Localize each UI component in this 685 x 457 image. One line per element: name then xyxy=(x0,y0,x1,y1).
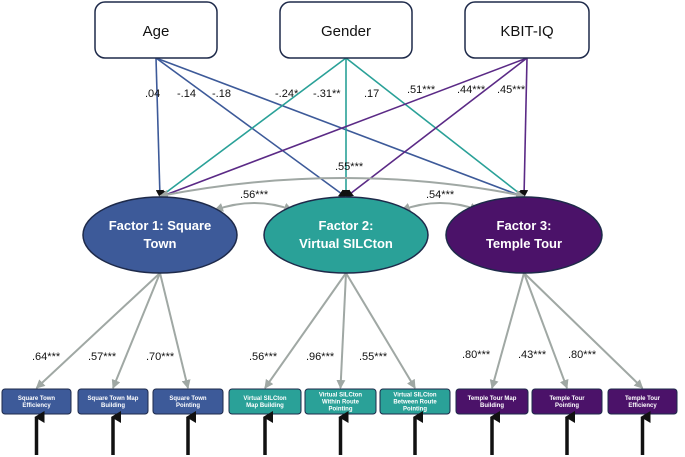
covariance-label-f1-f2: .56*** xyxy=(240,189,269,201)
loading-line-7 xyxy=(489,272,525,389)
indicator-label: Square Town Map xyxy=(88,396,139,402)
loading-coef-4: .56*** xyxy=(249,351,278,363)
covariance-label-f1-f3: .55*** xyxy=(335,161,364,173)
indicator-label: Square Town xyxy=(18,396,56,402)
factor-label-f1-line2: Town xyxy=(144,236,177,251)
path-age-to-f2 xyxy=(155,57,347,198)
factor-label-f2-line2: Virtual SILCton xyxy=(299,236,393,251)
path-age-to-f1 xyxy=(155,57,164,198)
indicator-label: Pointing xyxy=(555,403,579,409)
factor-label-f2-line1: Factor 2: xyxy=(319,218,374,233)
path-kbit-to-f3 xyxy=(520,57,529,198)
indicator-label: Pointing xyxy=(176,403,200,409)
loading-coef-9: .80*** xyxy=(568,349,597,361)
loading-coef-7: .80*** xyxy=(462,349,491,361)
predictor-box-kbit xyxy=(464,1,590,59)
predictor-gender[interactable]: Gender xyxy=(279,1,413,59)
indicator-label: Pointing xyxy=(329,407,353,413)
predictor-box-gender xyxy=(279,1,413,59)
factor-ellipse-f3 xyxy=(445,196,603,274)
factor-1-square-town[interactable]: Factor 1: Square Town xyxy=(82,196,238,274)
loading-line-6 xyxy=(345,272,416,389)
loading-line-2 xyxy=(111,272,161,389)
factor-ellipse-f1 xyxy=(82,196,238,274)
path-coef-gender-to-f1: -.24* xyxy=(275,88,299,100)
loading-coef-3: .70*** xyxy=(146,351,175,363)
loading-coef-8: .43*** xyxy=(518,349,547,361)
path-gender-to-f3 xyxy=(345,57,525,198)
path-coef-age-to-f2: -.14 xyxy=(177,88,196,100)
covariance-label-f2-f3: .54*** xyxy=(426,189,455,201)
loading-coef-2: .57*** xyxy=(88,351,117,363)
indicator-label: Pointing xyxy=(403,407,427,413)
indicator-label: Efficiency xyxy=(628,403,657,409)
predictor-kbit[interactable]: KBIT-IQ xyxy=(464,1,590,59)
covariance-f1-f2 xyxy=(214,202,293,212)
path-gender-to-f1 xyxy=(159,57,347,198)
loading-line-1 xyxy=(35,272,161,389)
indicator-label: Virtual SILCton xyxy=(393,393,437,399)
loading-line-8 xyxy=(523,272,569,389)
predictor-label-gender: Gender xyxy=(321,23,371,40)
loading-line-3 xyxy=(159,272,191,389)
predictor-box-age xyxy=(94,1,218,59)
indicator-label: Virtual SILCton xyxy=(243,396,287,402)
indicator-label: Temple Tour xyxy=(625,396,661,402)
loading-coef-6: .55*** xyxy=(359,351,388,363)
indicator-label: Efficiency xyxy=(22,403,51,409)
predictor-age[interactable]: Age xyxy=(94,1,218,59)
path-coef-gender-to-f2: -.31** xyxy=(313,88,341,100)
indicator-label: Square Town xyxy=(169,396,207,402)
loading-coef-5: .96*** xyxy=(306,351,335,363)
path-coef-gender-to-f3: .17 xyxy=(364,88,379,100)
indicator-label: Temple Tour xyxy=(549,396,585,402)
path-kbit-to-f1 xyxy=(159,57,528,199)
loading-line-9 xyxy=(523,272,644,389)
loading-coef-1: .64*** xyxy=(32,351,61,363)
path-kbit-to-f2 xyxy=(345,57,528,198)
path-coef-age-to-f1: .04 xyxy=(145,88,160,100)
path-coef-age-to-f3: -.18 xyxy=(212,88,231,100)
predictor-label-kbit: KBIT-IQ xyxy=(500,23,553,40)
path-coef-kbit-to-f3: .45*** xyxy=(497,84,526,96)
factor-2-virtual-silcton[interactable]: Factor 2: Virtual SILCton xyxy=(263,196,429,274)
covariance-f1-f3 xyxy=(159,177,525,199)
path-coef-kbit-to-f2: .44*** xyxy=(457,84,486,96)
structural-paths: .04 -.14 -.18 -.24* -.31** .17 .51*** .44*** .45… xyxy=(145,57,529,199)
factor-label-f3-line1: Factor 3: xyxy=(497,218,552,233)
indicator-label: Building xyxy=(480,403,504,409)
path-coef-kbit-to-f1: .51*** xyxy=(407,84,436,96)
loading-line-5 xyxy=(336,272,347,389)
indicator-label: Virtual SILCton xyxy=(319,393,363,399)
indicator-label: Between Route xyxy=(393,400,437,406)
factor-label-f1-line1: Factor 1: Square xyxy=(109,218,212,233)
factor-covariances: .55*** .56*** .54*** xyxy=(159,161,525,212)
indicator-label: Building xyxy=(101,403,125,409)
indicator-label: Map Building xyxy=(246,403,284,409)
indicator-label: Temple Tour Map xyxy=(468,396,517,402)
predictor-label-age: Age xyxy=(143,23,170,40)
path-age-to-f3 xyxy=(155,57,525,199)
indicator-label: Within Route xyxy=(322,400,360,406)
loading-line-4 xyxy=(264,272,347,389)
factor-loadings: .64*** .57*** .70*** .56*** .96*** .55*** .80*… xyxy=(32,272,644,389)
factor-label-f3-line2: Temple Tour xyxy=(486,236,562,251)
factor-3-temple-tour[interactable]: Factor 3: Temple Tour xyxy=(445,196,603,274)
factor-ellipse-f2 xyxy=(263,196,429,274)
